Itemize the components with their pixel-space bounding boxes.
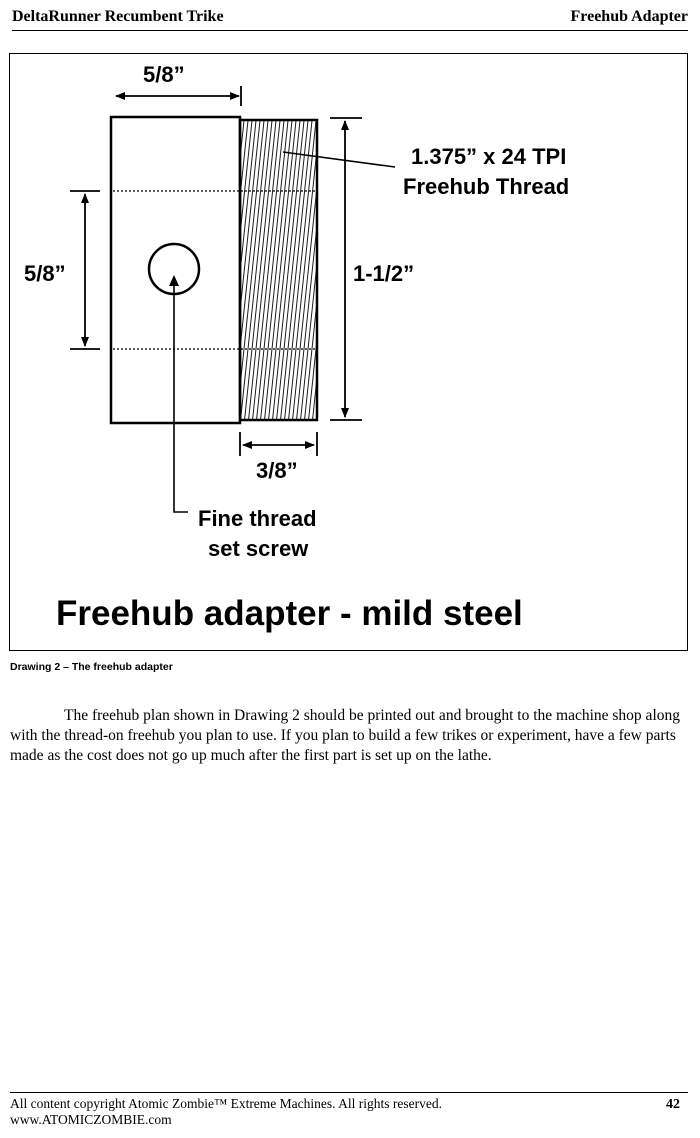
footer-website: www.ATOMICZOMBIE.com	[10, 1112, 172, 1127]
drawing-caption: Drawing 2 – The freehub adapter	[10, 661, 173, 673]
footer-copyright: All content copyright Atomic Zombie™ Ext…	[10, 1096, 443, 1111]
page-header: DeltaRunner Recumbent Trike Freehub Adap…	[12, 8, 688, 31]
set-screw-leader-arrowhead	[169, 275, 179, 286]
freehub-drawing: 5/8” 5/8” 1-1/2” 1.375” x 24 TPI Freehub…	[24, 62, 569, 633]
thread-section	[238, 118, 319, 422]
set-screw-leader	[173, 280, 188, 513]
dim-thread-label: 3/8”	[256, 458, 298, 483]
page-footer: All content copyright Atomic Zombie™ Ext…	[10, 1092, 688, 1128]
thread-leader	[282, 151, 396, 168]
drawing-title: Freehub adapter - mild steel	[56, 594, 523, 633]
header-section-title: Freehub Adapter	[570, 8, 688, 25]
body-paragraph: The freehub plan shown in Drawing 2 shou…	[10, 707, 680, 764]
set-screw-line1: Fine thread	[198, 506, 317, 531]
thread-spec-line1: 1.375” x 24 TPI	[411, 144, 566, 169]
set-screw-line2: set screw	[208, 536, 309, 561]
header-book-title: DeltaRunner Recumbent Trike	[12, 8, 224, 25]
dim-top-label: 5/8”	[143, 62, 185, 87]
page-number: 42	[666, 1097, 680, 1112]
drawing-frame: 5/8” 5/8” 1-1/2” 1.375” x 24 TPI Freehub…	[9, 53, 688, 651]
thread-spec-line2: Freehub Thread	[403, 174, 569, 199]
dim-left-label: 5/8”	[24, 261, 66, 286]
dim-overall-label: 1-1/2”	[353, 261, 414, 286]
